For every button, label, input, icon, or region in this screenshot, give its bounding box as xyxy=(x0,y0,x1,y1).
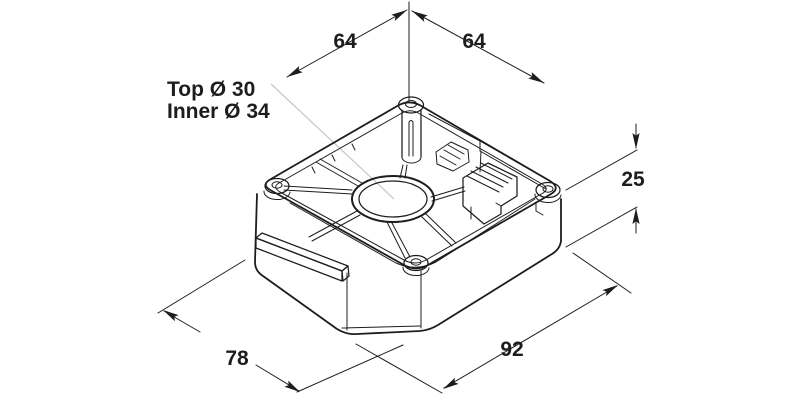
mounting-strip xyxy=(255,232,350,282)
dimension-78-depth: 78 xyxy=(157,259,404,396)
corner-boss-bottom xyxy=(402,254,430,276)
dim-value-78: 78 xyxy=(225,347,249,370)
serrated-block-small xyxy=(435,141,470,172)
dim-value-25: 25 xyxy=(621,168,645,191)
serrated-block-large xyxy=(462,162,518,225)
diameter-callout: Top Ø 30 Inner Ø 34 xyxy=(167,78,270,123)
dimensioning: 64 64 25 78 xyxy=(157,1,645,396)
rim-inner-line xyxy=(275,110,547,264)
callout-leader-line xyxy=(270,83,395,200)
dim-value-64-left: 64 xyxy=(333,30,357,53)
dimension-25-height: 25 xyxy=(565,123,645,248)
center-post xyxy=(397,96,425,164)
part-drawing xyxy=(254,96,562,336)
base-outline xyxy=(254,193,562,336)
callout-inner-diameter: Inner Ø 34 xyxy=(167,100,270,123)
center-ring-outer xyxy=(351,175,435,223)
wall-rib-ticks xyxy=(311,143,356,174)
divider-wall xyxy=(428,113,551,190)
dimension-64-right: 64 xyxy=(410,7,546,87)
center-ring-inner xyxy=(358,180,428,218)
dim-value-64-right: 64 xyxy=(462,30,486,53)
callout-top-diameter: Top Ø 30 xyxy=(167,78,255,101)
rim-outline xyxy=(264,101,557,270)
dimension-64-left: 64 xyxy=(285,6,409,81)
dim-value-92: 92 xyxy=(500,338,523,361)
floor-edge xyxy=(289,198,536,268)
radial-ribs xyxy=(283,158,466,259)
corner-boss-right xyxy=(534,181,562,216)
wall-seams xyxy=(341,270,422,331)
dimension-92-width: 92 xyxy=(355,252,632,394)
